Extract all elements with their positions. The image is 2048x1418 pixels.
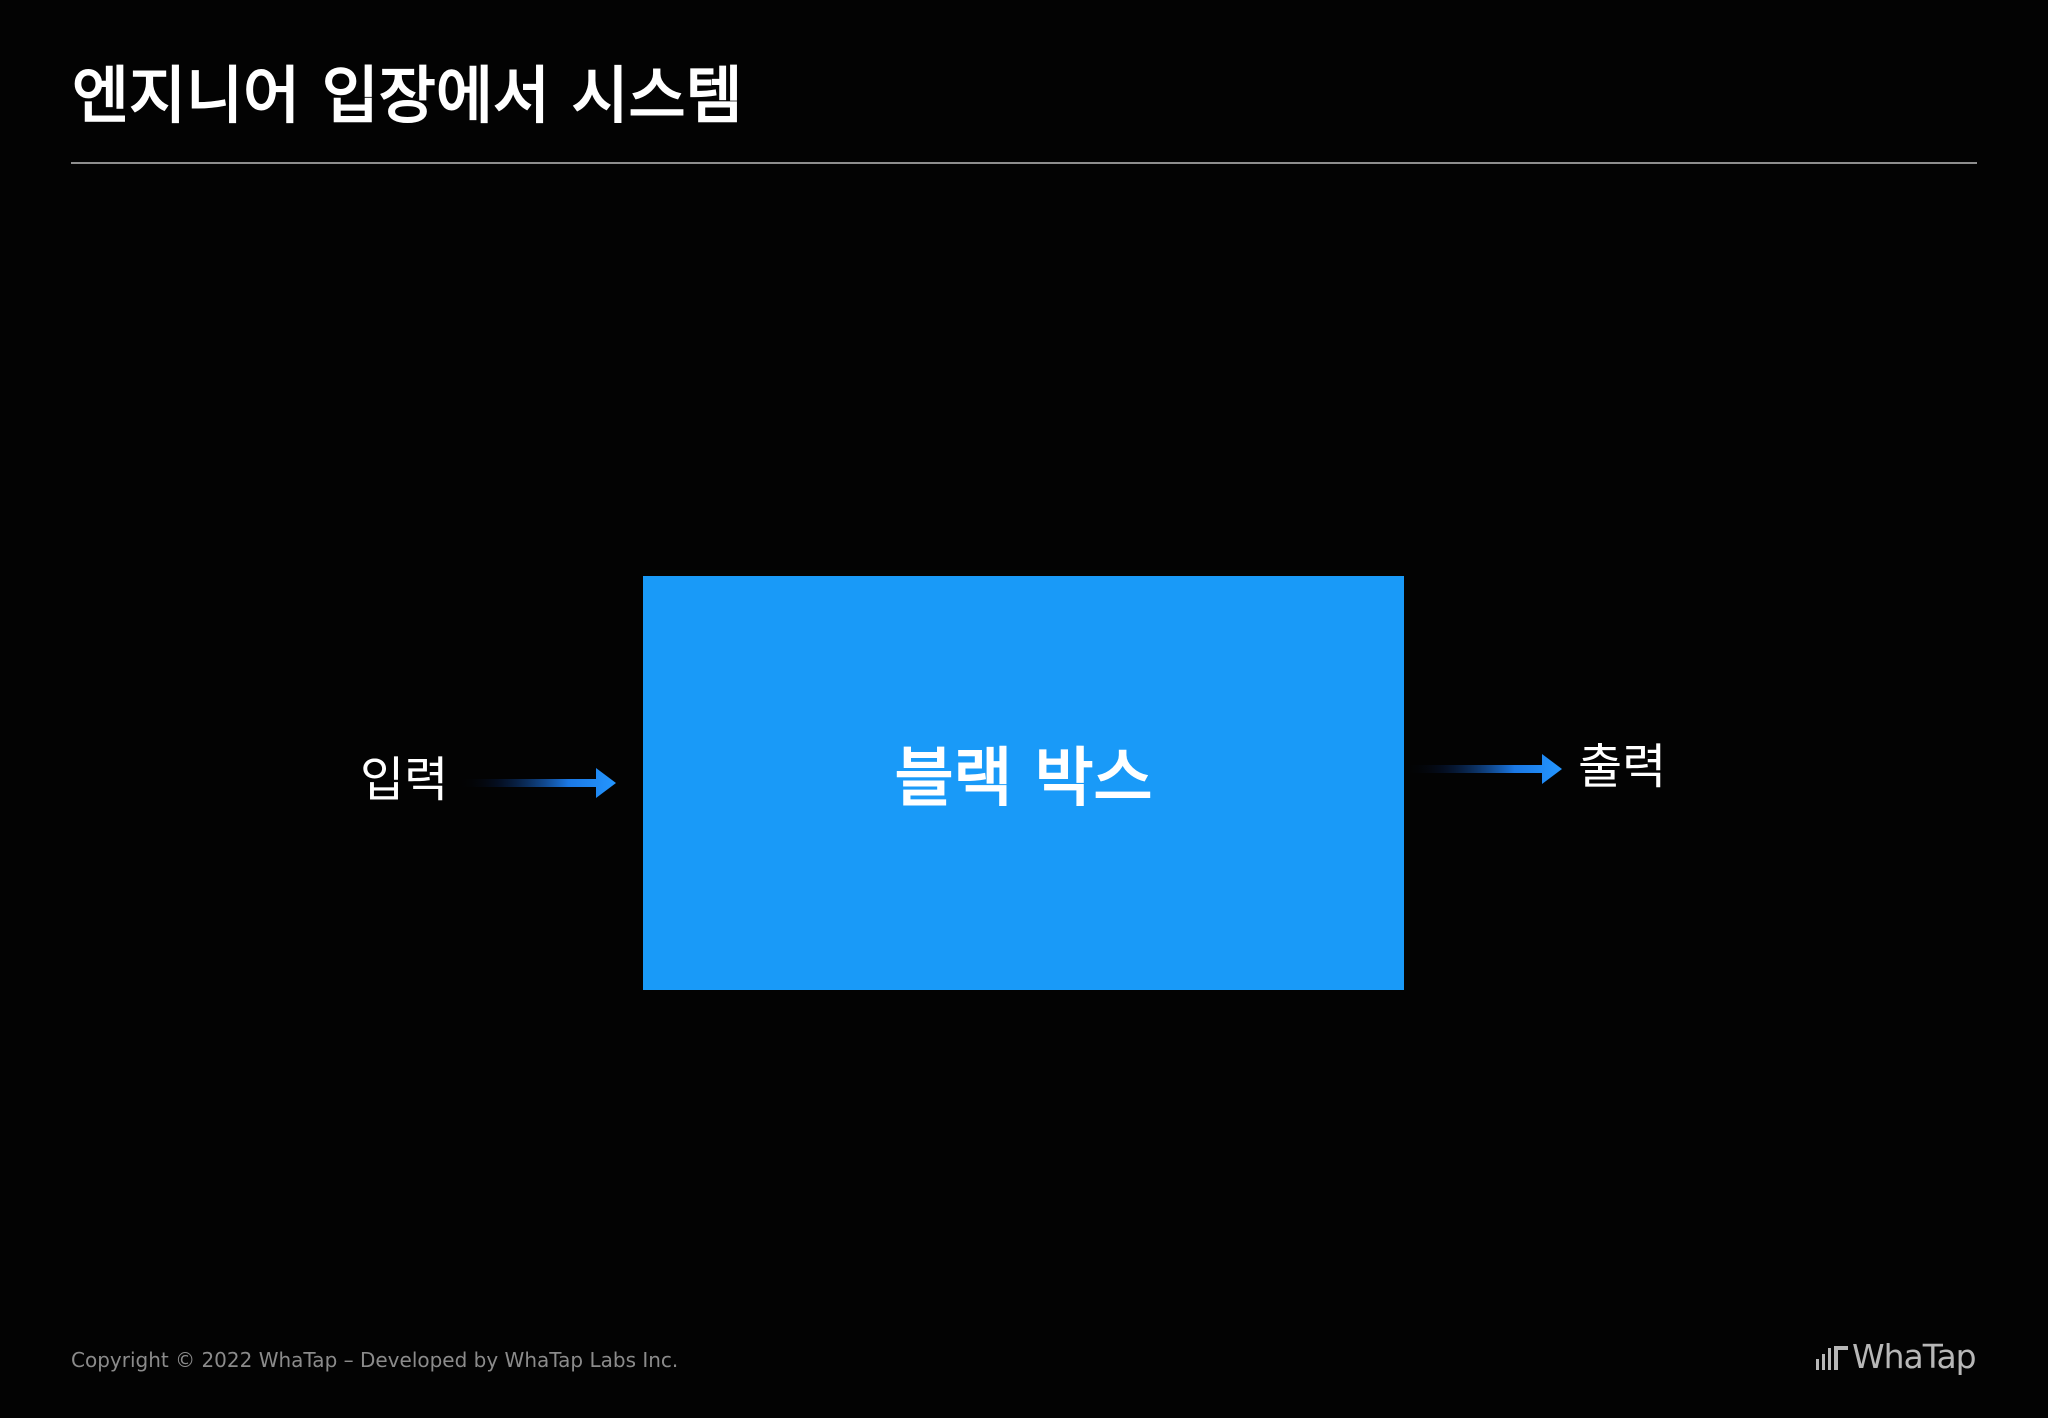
black-box: 블랙 박스	[643, 576, 1404, 990]
title-divider	[71, 162, 1977, 164]
copyright-text: Copyright © 2022 WhaTap – Developed by W…	[71, 1348, 679, 1372]
input-arrow-icon	[458, 768, 616, 798]
input-label: 입력	[360, 752, 449, 808]
output-label: 출력	[1578, 739, 1667, 795]
whatap-logo: WhaTap	[1815, 1337, 1977, 1377]
whatap-bars-icon	[1816, 1346, 1848, 1370]
black-box-label: 블랙 박스	[894, 742, 1153, 816]
output-arrow-icon	[1404, 754, 1562, 784]
whatap-logo-text: WhaTap	[1852, 1337, 1977, 1376]
slide-title: 엔지니어 입장에서 시스템	[72, 59, 743, 132]
